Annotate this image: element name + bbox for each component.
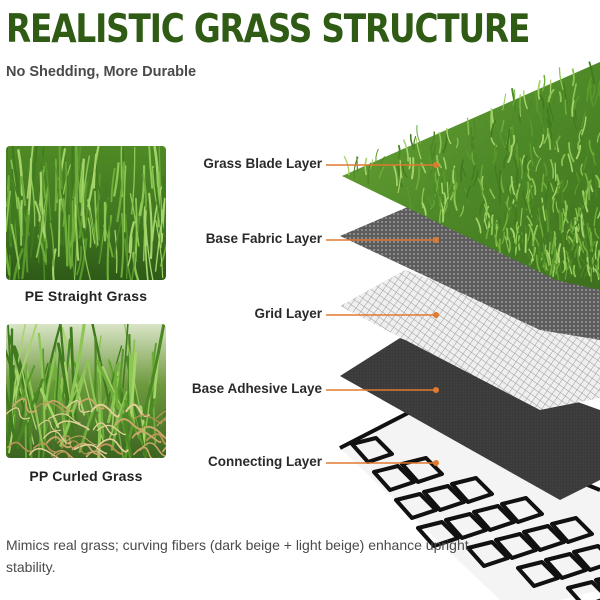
layer-label-grass-blade: Grass Blade Layer	[203, 156, 322, 171]
pe-straight-grass-image	[6, 146, 166, 280]
footer-description: Mimics real grass; curving fibers (dark …	[6, 537, 469, 575]
grid-layer	[340, 270, 600, 410]
base-adhesive-layer	[340, 338, 600, 500]
layer-label-base-adhesive: Base Adhesive Laye	[191, 381, 322, 396]
pe-straight-grass-caption: PE Straight Grass	[24, 288, 148, 304]
leader-dots	[433, 162, 439, 466]
pp-curled-grass-caption: PP Curled Grass	[29, 468, 143, 484]
pp-curled-grass-image	[6, 324, 166, 458]
layer-label-base-fabric: Base Fabric Layer	[205, 231, 322, 246]
page-subtitle: No Shedding, More Durable	[6, 64, 197, 80]
leader-lines	[326, 164, 436, 464]
layer-label-grid: Grid Layer	[254, 306, 322, 321]
page-title: REALISTIC GRASS STRUCTURE	[6, 7, 530, 52]
layer-label-connecting: Connecting Layer	[207, 454, 322, 469]
grass-blade-layer	[342, 61, 600, 290]
